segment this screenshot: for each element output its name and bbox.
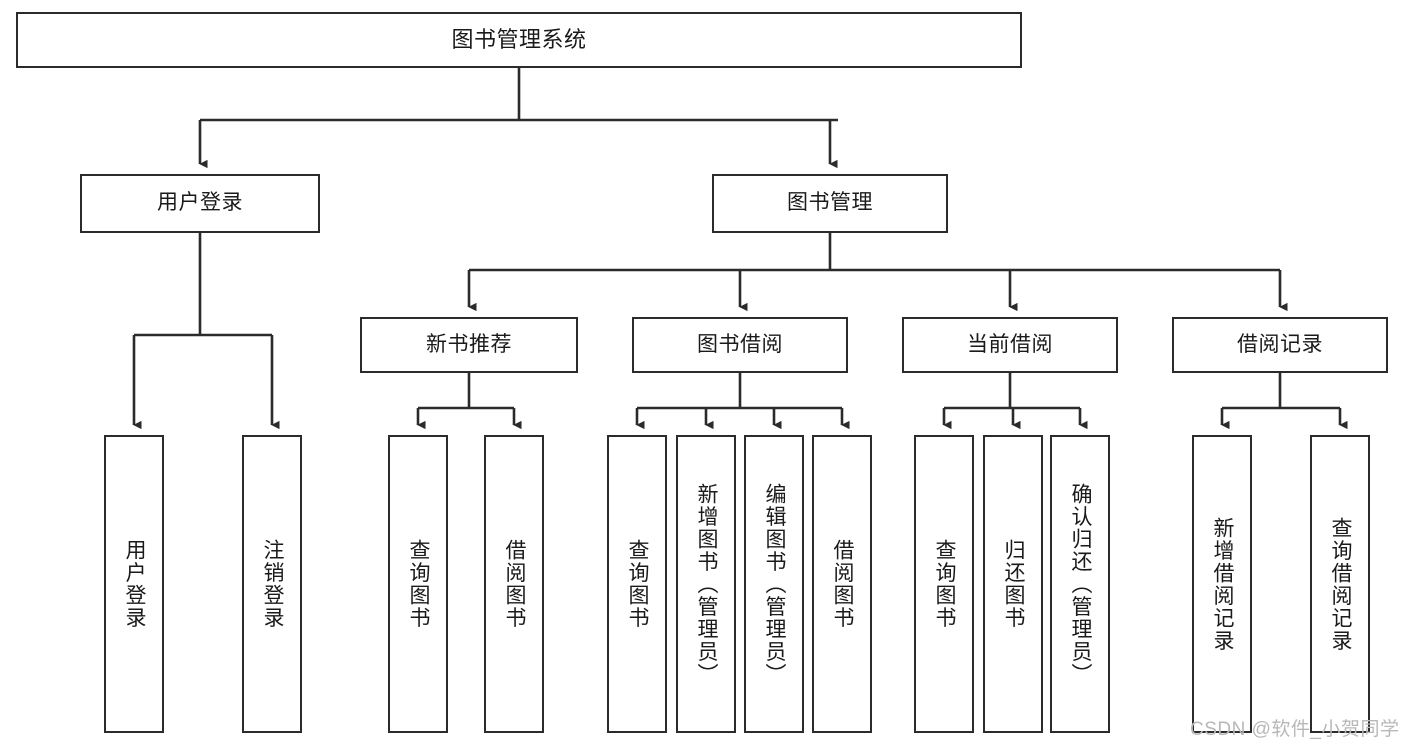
- node-leaf-query-book-cur[interactable]: 查询图书: [914, 435, 974, 733]
- node-leaf-borrow-book[interactable]: 借阅图书: [812, 435, 872, 733]
- node-current-borrow-label: 当前借阅: [967, 332, 1053, 356]
- edges-borrowrecord-to-leaves: [1220, 373, 1348, 430]
- edges-root-to-level2: [198, 68, 838, 169]
- node-leaf-confirm-return[interactable]: 确认归还（管理员）: [1050, 435, 1110, 733]
- node-leaf-edit-book-label: 编辑图书（管理员）: [763, 482, 787, 686]
- node-leaf-borrow-book-rec-label: 借阅图书: [503, 539, 527, 629]
- node-leaf-user-login[interactable]: 用户登录: [104, 435, 164, 733]
- node-root[interactable]: 图书管理系统: [16, 12, 1022, 68]
- node-leaf-query-record-label: 查询借阅记录: [1329, 516, 1353, 652]
- edges-bookmanage-to-level3: [467, 233, 1288, 312]
- node-leaf-return-book-label: 归还图书: [1002, 539, 1026, 629]
- node-book-manage-label: 图书管理: [787, 191, 873, 215]
- node-leaf-query-book-rec[interactable]: 查询图书: [388, 435, 448, 733]
- node-leaf-logout[interactable]: 注销登录: [242, 435, 302, 733]
- node-leaf-logout-label: 注销登录: [261, 539, 285, 629]
- node-leaf-query-book-rec-label: 查询图书: [407, 539, 431, 629]
- edges-newbookrec-to-leaves: [416, 373, 522, 430]
- node-current-borrow[interactable]: 当前借阅: [902, 317, 1118, 373]
- node-leaf-query-book-cur-label: 查询图书: [933, 539, 957, 629]
- node-book-borrow-label: 图书借阅: [697, 332, 783, 356]
- node-leaf-add-record[interactable]: 新增借阅记录: [1192, 435, 1252, 733]
- node-leaf-add-book[interactable]: 新增图书（管理员）: [676, 435, 736, 733]
- node-borrow-record[interactable]: 借阅记录: [1172, 317, 1388, 373]
- edges-currentborrow-to-leaves: [942, 373, 1088, 430]
- node-new-book-rec-label: 新书推荐: [426, 332, 512, 356]
- node-leaf-user-login-label: 用户登录: [123, 539, 147, 629]
- edges-bookborrow-to-leaves: [635, 373, 850, 430]
- node-book-manage[interactable]: 图书管理: [712, 174, 948, 233]
- node-leaf-add-record-label: 新增借阅记录: [1211, 516, 1235, 652]
- node-leaf-query-book-borrow-label: 查询图书: [626, 539, 650, 629]
- node-new-book-rec[interactable]: 新书推荐: [360, 317, 578, 373]
- node-leaf-query-book-borrow[interactable]: 查询图书: [607, 435, 667, 733]
- node-leaf-add-book-label: 新增图书（管理员）: [695, 482, 719, 686]
- node-leaf-borrow-book-label: 借阅图书: [831, 539, 855, 629]
- node-leaf-borrow-book-rec[interactable]: 借阅图书: [484, 435, 544, 733]
- node-leaf-edit-book[interactable]: 编辑图书（管理员）: [744, 435, 804, 733]
- node-leaf-confirm-return-label: 确认归还（管理员）: [1069, 482, 1093, 686]
- node-user-login-label: 用户登录: [157, 191, 243, 215]
- node-book-borrow[interactable]: 图书借阅: [632, 317, 848, 373]
- edges-userlogin-to-leaves: [132, 233, 280, 430]
- node-borrow-record-label: 借阅记录: [1237, 332, 1323, 356]
- node-root-label: 图书管理系统: [451, 27, 587, 53]
- watermark-text: CSDN @软件_小贺同学: [1190, 719, 1400, 740]
- node-user-login[interactable]: 用户登录: [80, 174, 320, 233]
- node-leaf-query-record[interactable]: 查询借阅记录: [1310, 435, 1370, 733]
- node-leaf-return-book[interactable]: 归还图书: [983, 435, 1043, 733]
